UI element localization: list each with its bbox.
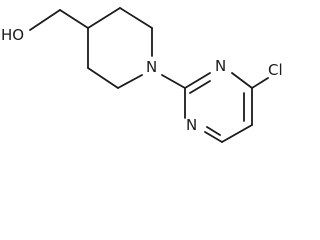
- bond-ch2-c4: [59, 9, 89, 29]
- bond-c4-cl: [251, 77, 269, 89]
- pyrimidine-nitrogen-bottom-label: N: [186, 116, 197, 134]
- atom-labels: HO N N N Cl: [1, 26, 283, 134]
- piperidine-nitrogen-label: N: [146, 58, 157, 76]
- bond-c6-c5: [87, 67, 119, 89]
- bond-c2-n3: [184, 72, 211, 89]
- bond-n-c6: [117, 74, 143, 89]
- structure-diagram: HO N N N Cl: [1, 7, 283, 143]
- pyrimidine-nitrogen-top-label: N: [215, 57, 226, 75]
- bond-n-pyrimidine: [161, 74, 186, 89]
- molecule-canvas: HO N N N Cl: [1, 7, 283, 143]
- bonds: [29, 7, 269, 143]
- bond-o-ch2: [29, 9, 61, 31]
- hydroxyl-label: HO: [1, 26, 24, 44]
- bond-c6-n1-double: [206, 126, 221, 136]
- chlorine-label: Cl: [268, 61, 283, 79]
- bond-c2-n3-double: [189, 80, 211, 94]
- bond-c3-c2: [119, 7, 153, 29]
- bond-n3-c4: [231, 72, 253, 89]
- bond-c5-c6: [221, 124, 253, 143]
- bond-c6-n1: [204, 131, 223, 143]
- bond-c4-c3: [87, 7, 121, 29]
